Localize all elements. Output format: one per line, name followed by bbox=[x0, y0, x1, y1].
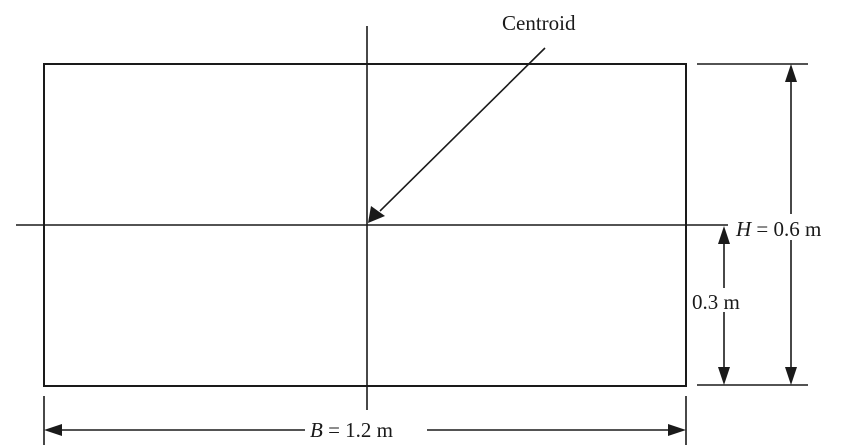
width-label: B = 1.2 m bbox=[310, 418, 393, 442]
height-symbol: H bbox=[735, 217, 753, 241]
centroid-leader-arrow bbox=[368, 47, 546, 223]
width-value: = 1.2 m bbox=[323, 418, 393, 442]
half-height-label: 0.3 m bbox=[692, 290, 740, 314]
height-value: = 0.6 m bbox=[751, 217, 821, 241]
height-label: H = 0.6 m bbox=[735, 217, 821, 241]
centroid-label: Centroid bbox=[502, 11, 576, 35]
width-symbol: B bbox=[310, 418, 323, 442]
